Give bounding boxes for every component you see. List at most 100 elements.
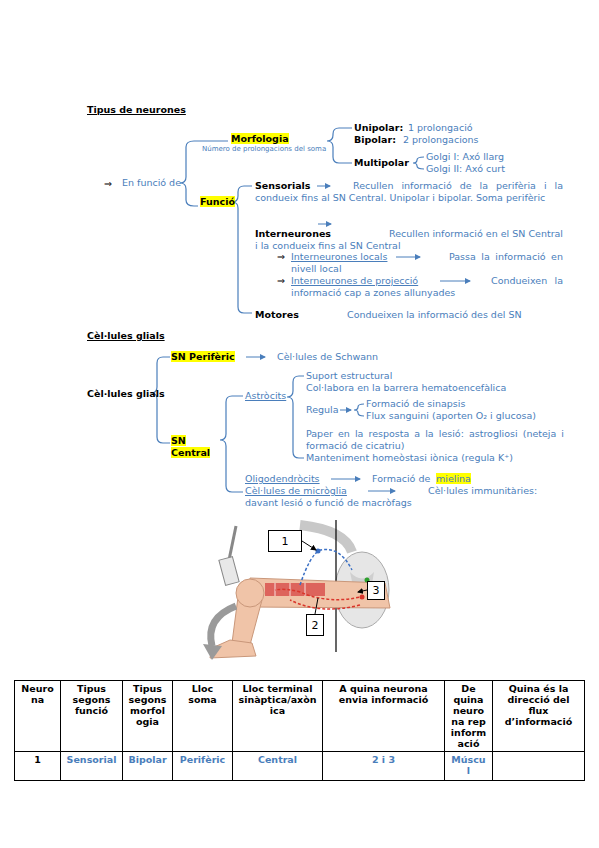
label-wrap: Recullen informació de la perifèria i la… — [255, 180, 563, 204]
table-cell: Perifèric — [173, 752, 233, 781]
column-header: Tipus segons morfologia — [129, 683, 167, 727]
table-cell: Quina és la direcció del flux d’informac… — [493, 681, 585, 752]
label-wrap: Passa la informació en nivell local — [291, 251, 563, 275]
label-wrap: 2 prolongacions — [403, 134, 479, 146]
label-wrap: Condueixen la informació des del SN — [255, 309, 563, 321]
column-header: A quina neurona envia informació — [339, 683, 428, 705]
table-body: Neurona Tipus segons funcióTipus segons m… — [15, 681, 585, 781]
callout-box: 1 — [268, 530, 302, 552]
leader-line — [315, 598, 318, 614]
text-label: 2 prolongacions — [403, 134, 479, 145]
sensory-pathway — [300, 549, 352, 585]
text-label: Manteniment homeòstasi iònica (regula K⁺… — [306, 452, 513, 463]
text-label: Formació de sinapsis — [366, 398, 465, 409]
label-wrap: Golgi II: Axó curt — [426, 163, 505, 175]
category-label: Unipolar: — [354, 122, 403, 133]
text-label: Formació de — [372, 473, 430, 484]
label-wrap: Motores — [255, 309, 299, 321]
description-text: Cèl·lules immunitàries: davant lesió o f… — [245, 485, 537, 508]
pointer-arrow — [340, 410, 351, 411]
table-wrap: Neurona Tipus segons funcióTipus segons m… — [14, 680, 585, 781]
pointer-arrow — [396, 257, 420, 258]
text-label: Número de prolongacions del soma — [202, 145, 326, 153]
movement-arrow-head — [203, 644, 222, 660]
nerve-root — [300, 525, 352, 552]
table-cell: 2 i 3 — [323, 752, 445, 781]
table-cell: 1 — [15, 752, 61, 781]
label-wrap: Multipolar — [354, 157, 409, 169]
label-wrap: SN Central — [171, 435, 215, 459]
label-wrap: 1 prolongació — [408, 122, 473, 134]
label-wrap: Col·labora en la barrera hematoencefàlic… — [306, 382, 506, 394]
label-wrap: Bipolar: — [354, 134, 396, 146]
label-wrap: Interneurones de projecció — [291, 275, 418, 287]
table-cell: Múscul — [445, 752, 493, 781]
label-wrap: Oligodendròcits — [245, 473, 320, 485]
text-label: Col·labora en la barrera hematoencefàlic… — [306, 382, 506, 393]
table-cell: Lloc terminal sinàptica/axònica — [233, 681, 323, 752]
callout-number: 2 — [312, 619, 319, 632]
data-row: 1 Sensorial Bipolar Perifèric Central 2 i 3 Mú… — [15, 752, 585, 781]
label-wrap: Golgi I: Axó llarg — [426, 151, 504, 163]
subtype-label: Interneurones locals — [291, 251, 387, 262]
label-wrap: Funció — [200, 196, 235, 208]
cell-value: Bipolar — [128, 754, 166, 765]
category-label: Sensorials — [255, 180, 311, 191]
text-label: Golgi II: Axó curt — [426, 163, 505, 174]
column-header: Lloc terminal sinàptica/axònica — [238, 683, 316, 716]
subtype-label: Interneurones de projecció — [291, 275, 418, 286]
neuron-soma — [360, 595, 365, 600]
column-header: Neurona — [21, 683, 53, 705]
table-cell: Sensorial — [61, 752, 123, 781]
table-cell: Lloc soma — [173, 681, 233, 752]
text-label: Suport estructural — [306, 370, 392, 381]
motor-pathway — [290, 600, 360, 609]
description-text: Condueixen la informació cap a zones all… — [291, 275, 563, 298]
curly-bracket — [287, 376, 304, 458]
label-wrap: Interneurones locals — [291, 251, 387, 263]
callout-box: 3 — [367, 581, 385, 600]
pointer-arrow — [368, 491, 395, 492]
cell-value: Central — [258, 754, 297, 765]
label-wrap: Paper en la resposta a la lesió: astrogl… — [306, 428, 564, 452]
label-wrap: Morfologia — [231, 133, 289, 145]
text-label: 1 prolongació — [408, 122, 473, 133]
callout-number: 1 — [282, 535, 289, 548]
arrow-symbol: ⇒ — [277, 251, 285, 262]
curly-bracket — [151, 357, 170, 443]
column-header: Quina és la direcció del flux d’informac… — [505, 683, 573, 727]
table-cell: Tipus segons funció — [61, 681, 123, 752]
curly-bracket — [220, 396, 243, 492]
cell-value: 1 — [34, 754, 41, 765]
header-row: Neurona Tipus segons funcióTipus segons m… — [15, 681, 585, 752]
label-wrap: Recullen informació en el SN Central i l… — [255, 228, 563, 252]
pointer-arrow — [318, 224, 331, 225]
hammer-handle — [229, 526, 236, 560]
pointer-arrow — [440, 281, 470, 282]
label-wrap: En funció de — [122, 177, 181, 189]
thigh — [250, 578, 390, 608]
highlighted-category: SN Central — [171, 435, 210, 458]
arrow-symbol: ⇒ — [277, 275, 285, 286]
cell-value: Sensorial — [67, 754, 117, 765]
text-label: Golgi I: Axó llarg — [426, 151, 504, 162]
label-wrap: Interneurones — [255, 228, 331, 240]
category-label: Multipolar — [354, 157, 409, 168]
cell-value: 2 i 3 — [372, 754, 395, 765]
reflex-hammer — [219, 557, 239, 586]
label-wrap: ⇒ — [277, 251, 285, 263]
cell-value: Perifèric — [180, 754, 226, 765]
text-label: Cèl·lules de Schwann — [277, 351, 378, 362]
curly-bracket — [413, 157, 424, 169]
table-cell: Bipolar — [123, 752, 173, 781]
subtype-label: Oligodendròcits — [245, 473, 320, 484]
description-text: Recullen informació de la perifèria i la… — [255, 180, 563, 203]
pointer-arrow — [246, 357, 265, 358]
label-wrap: Condueixen la informació cap a zones all… — [291, 275, 563, 299]
description-text: Condueixen la informació des del SN — [347, 309, 522, 320]
pointer-arrow — [317, 186, 330, 187]
description-text: Recullen informació en el SN Central i l… — [255, 228, 563, 251]
curly-bracket — [327, 128, 352, 163]
table-cell: Tipus segons morfologia — [123, 681, 173, 752]
label-wrap: Cèl·lules de micròglia — [245, 485, 347, 497]
